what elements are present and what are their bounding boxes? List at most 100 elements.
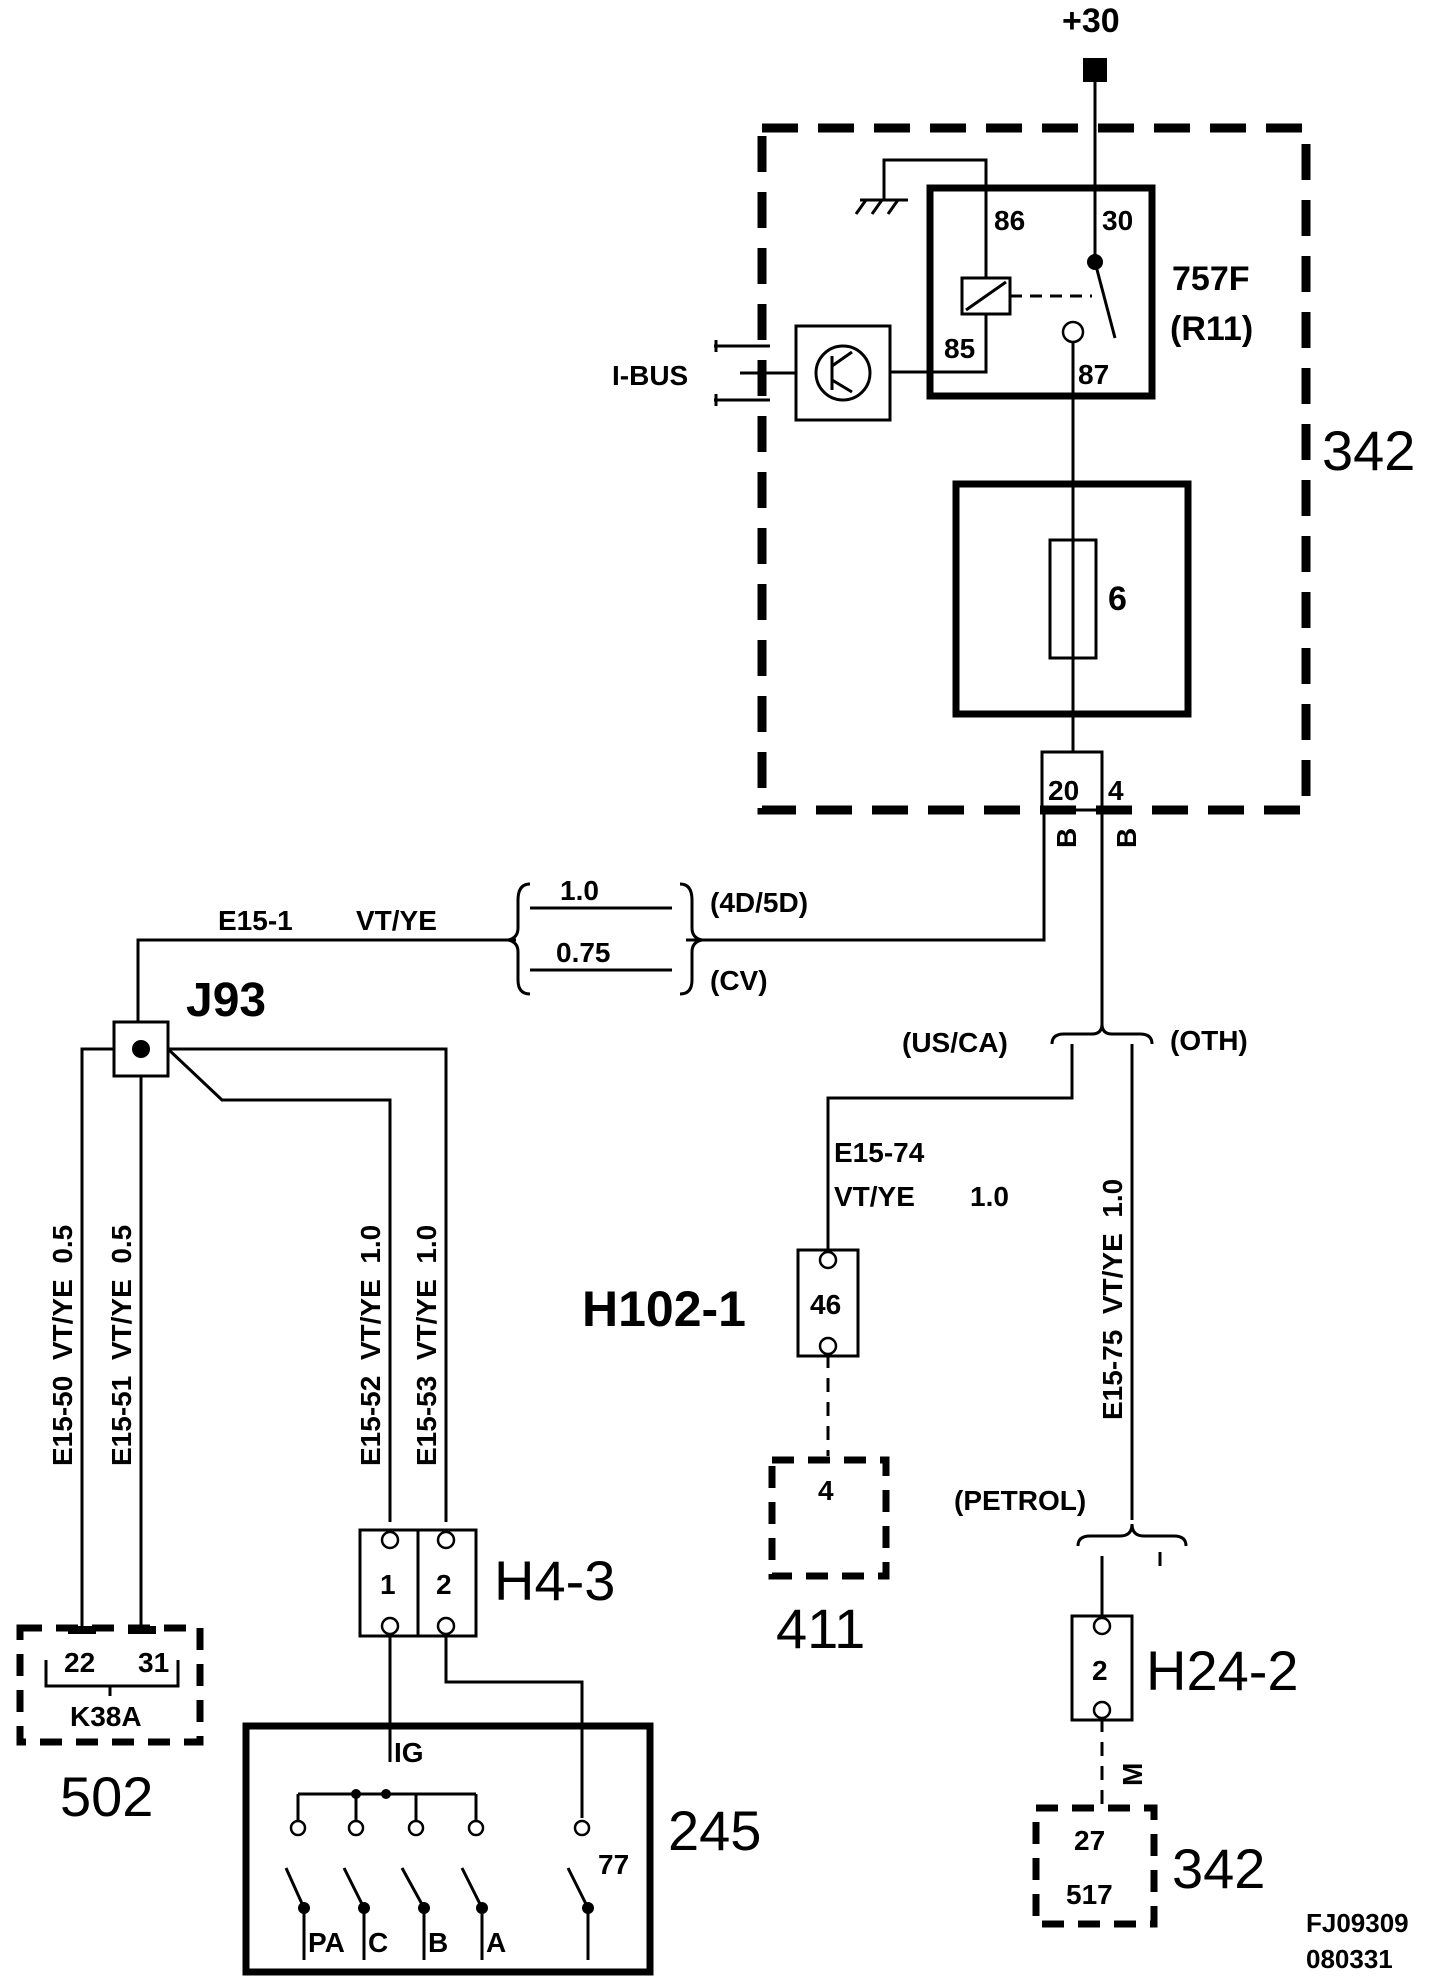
wire-e15-1-size-b: 0.75 <box>556 937 611 968</box>
connector-h102-1-label: H102-1 <box>582 1281 746 1337</box>
switch-77 <box>566 1819 594 1960</box>
relay-pin-86: 86 <box>994 205 1025 236</box>
module-342b-label: 342 <box>1172 1837 1265 1900</box>
h4-3-pin-1: 1 <box>380 1569 396 1600</box>
wire-h4-3-pin2-to-77 <box>444 1634 584 1818</box>
connector-pin-20: 20 <box>1048 775 1079 806</box>
ground-hatch-3 <box>886 199 900 215</box>
ground-hatch-1 <box>854 199 868 215</box>
connector-pin-4: 4 <box>1108 775 1124 806</box>
variant-cv: (CV) <box>710 965 768 996</box>
module-411-label: 411 <box>776 1597 865 1660</box>
wire-e15-50-label: E15-50 VT/YE 0.5 <box>47 1225 78 1466</box>
h24-2-letter-m: M <box>1117 1763 1148 1786</box>
wire-e15-52-path <box>166 1047 392 1522</box>
wire-e15-53-path <box>168 1047 448 1522</box>
relay-id: 757F <box>1172 260 1250 298</box>
connector-h4-3: 1 2 H4-3 <box>358 1528 615 1638</box>
connector-letter-b1: B <box>1051 828 1082 848</box>
module-411-pin-4: 4 <box>818 1475 834 1506</box>
module-502-boundary <box>16 1624 204 1746</box>
h24-2-pin-bottom <box>1092 1700 1112 1720</box>
connector-h24-2-label: H24-2 <box>1146 1639 1299 1702</box>
transistor-circle <box>814 344 872 402</box>
fuse-number: 6 <box>1108 580 1127 618</box>
supply-terminal-square <box>1083 58 1107 82</box>
relay-switch-blade <box>1093 261 1117 339</box>
wire-e15-1-size-a: 1.0 <box>560 875 599 906</box>
relay-pin-85: 85 <box>944 333 975 364</box>
module-342b-pin-27: 27 <box>1074 1825 1105 1856</box>
wire-e15-51-label: E15-51 VT/YE 0.5 <box>106 1225 137 1466</box>
module-342-bottom: 27 517 342 <box>1032 1804 1265 1928</box>
module-342-label: 342 <box>1322 419 1415 482</box>
drawing-date: 080331 <box>1306 1944 1393 1974</box>
variant-us-ca: (US/CA) <box>902 1027 1008 1058</box>
h24-2-pin-top <box>1092 1616 1112 1636</box>
pin85-wire <box>890 314 988 374</box>
wire-e15-52-label: E15-52 VT/YE 1.0 <box>355 1225 386 1466</box>
switch-pa <box>284 1819 310 1960</box>
h102-1-pin-46: 46 <box>810 1289 841 1320</box>
ground-hatch-2 <box>870 199 884 215</box>
relay-contact-87 <box>1061 320 1085 344</box>
switch-c <box>342 1819 370 1960</box>
position-a: A <box>486 1927 506 1958</box>
wire-e15-74-color: VT/YE <box>834 1181 915 1212</box>
wire-e15-74-path <box>826 1044 1074 1250</box>
module-245-label: 245 <box>668 1799 761 1862</box>
module-502: 22 31 K38A 502 <box>16 1624 204 1828</box>
h4-3-pin-2: 2 <box>436 1569 452 1600</box>
module-502-pin-22: 22 <box>64 1647 95 1678</box>
h4-3-pin2-top <box>436 1530 456 1550</box>
connector-h4-3-label: H4-3 <box>494 1549 615 1612</box>
supply-terminal: +30 <box>1062 2 1120 255</box>
h24-2-pin-2: 2 <box>1092 1655 1108 1686</box>
ig-label: IG <box>394 1737 424 1768</box>
brace-right <box>679 882 703 996</box>
position-c: C <box>368 1927 388 1958</box>
wire-size-brace-bg <box>516 880 686 988</box>
connector-letter-b2: B <box>1111 828 1142 848</box>
transistor-emitter <box>831 378 853 394</box>
wire-e15-1-id: E15-1 <box>218 905 293 936</box>
h102-1-pin-bottom <box>818 1336 838 1356</box>
module-342-boundary <box>757 123 1311 815</box>
h4-3-pin1-bottom <box>380 1616 400 1636</box>
transistor-collector <box>831 350 853 368</box>
position-pa: PA <box>308 1927 345 1958</box>
drawing-code: FJ09309 <box>1306 1908 1409 1938</box>
switch-77-label: 77 <box>598 1849 629 1880</box>
module-411-boundary <box>768 1456 890 1580</box>
module-342-central: 342 86 30 85 87 757F (R11) <box>612 123 1415 848</box>
ibus-driver-box <box>794 324 892 422</box>
supply-label: +30 <box>1062 2 1120 40</box>
pin86-ground-wire <box>882 158 988 278</box>
wire-e15-1-color: VT/YE <box>356 905 437 936</box>
variant-oth: (OTH) <box>1170 1025 1248 1056</box>
variant-brace-top <box>1050 1023 1154 1045</box>
h4-3-pin2-bottom <box>436 1616 456 1636</box>
connector-h24-2: 2 H24-2 M <box>1070 1614 1299 1804</box>
module-502-bracket <box>44 1660 180 1688</box>
switch-b <box>400 1819 430 1960</box>
splice-j93-node <box>132 1040 150 1058</box>
wire-e15-53-label: E15-53 VT/YE 1.0 <box>411 1225 442 1466</box>
switch-a <box>460 1819 488 1960</box>
brace-left <box>507 882 531 996</box>
relay-757f-box <box>926 184 1156 400</box>
splice-j93-label: J93 <box>186 974 266 1027</box>
wire-e15-50-path <box>80 1047 114 1630</box>
variant-petrol: (PETROL) <box>954 1485 1086 1516</box>
module-342b-boundary <box>1032 1804 1158 1928</box>
module-411: 4 411 <box>768 1456 890 1660</box>
h4-3-pin1-top <box>380 1530 400 1550</box>
wire-pin4-branches: (US/CA) (OTH) E15-74 VT/YE 1.0 E15-75 VT… <box>826 810 1248 1520</box>
relay-coil-slash <box>965 280 1007 312</box>
relay-pin-87: 87 <box>1078 359 1109 390</box>
petrol-branch: (PETROL) <box>954 1485 1188 1616</box>
connector-b-box <box>1040 750 1104 812</box>
module-502-name: K38A <box>70 1701 142 1732</box>
wire-e15-74-size: 1.0 <box>970 1181 1009 1212</box>
